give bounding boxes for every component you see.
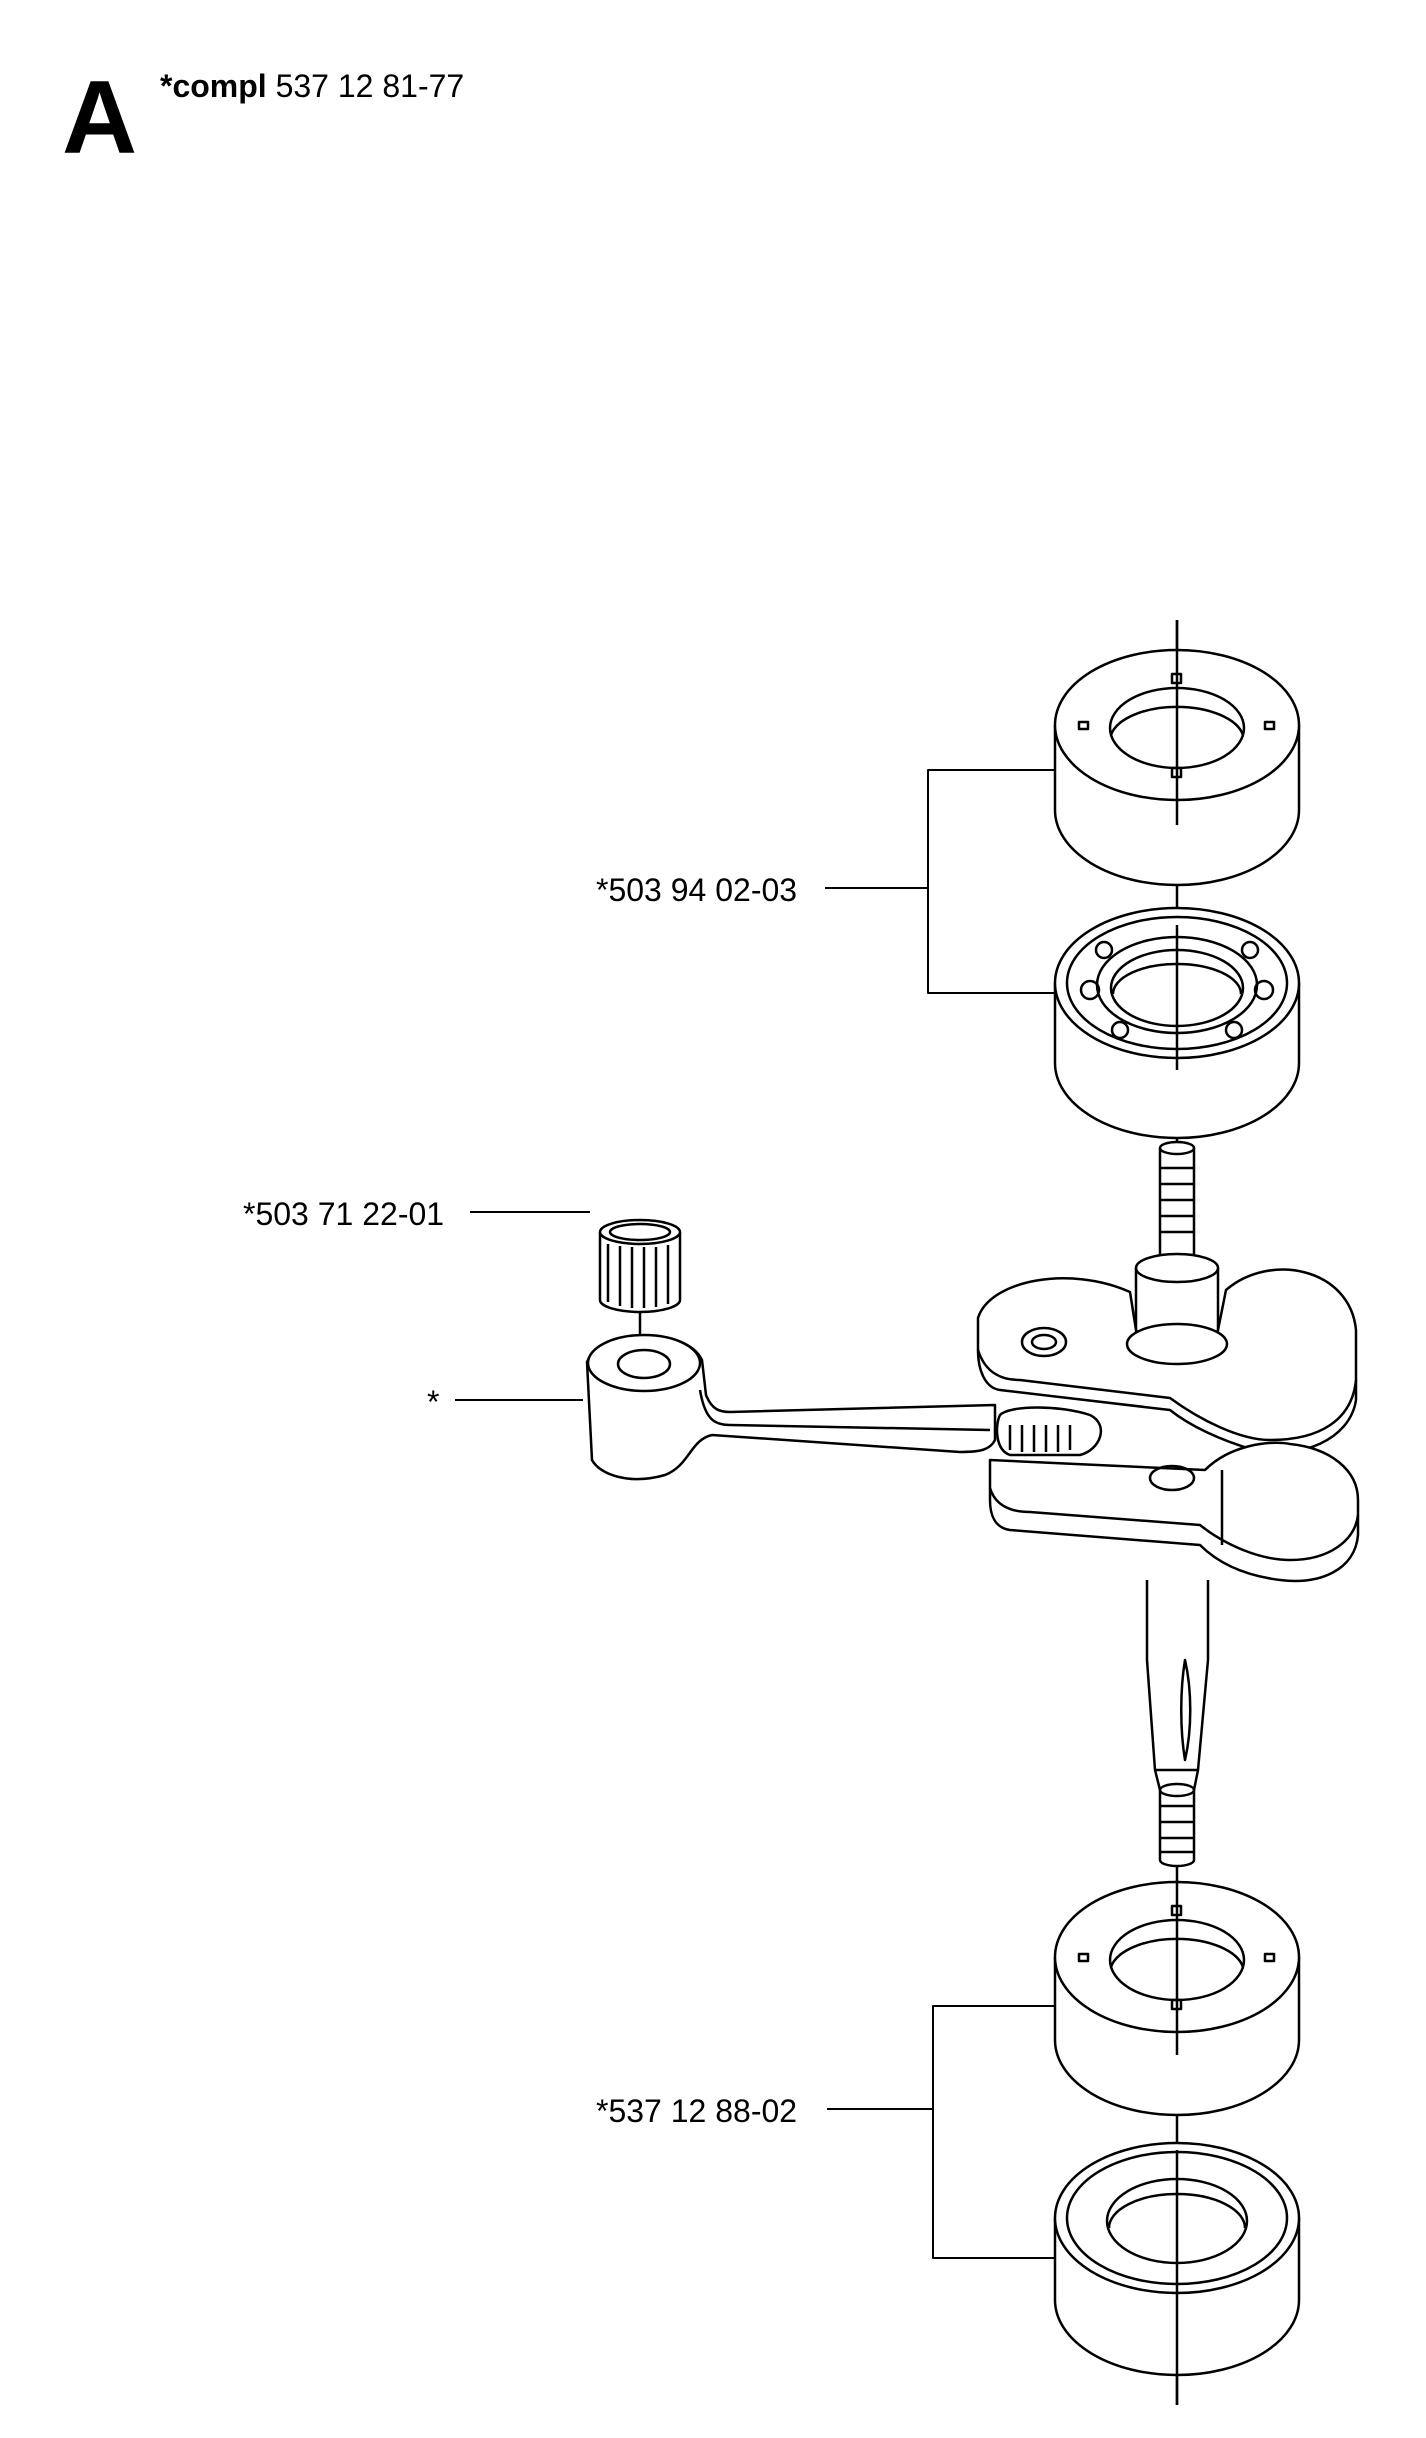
top-seal-ring — [1053, 620, 1301, 887]
kit-number: 537 12 81-77 — [275, 68, 465, 104]
crank-web-lower — [988, 1441, 1360, 1583]
leader-bottom-bearings — [827, 2005, 1055, 2259]
kit-title: *compl 537 12 81-77 — [160, 70, 464, 102]
crank-web — [976, 1268, 1358, 1454]
needle-bearing-cage — [598, 1218, 682, 1345]
connecting-rod — [585, 1333, 1102, 1481]
crankshaft-lower-shaft — [1145, 1580, 1210, 1868]
leader-top-bearings — [825, 769, 1055, 994]
callout-needle-bearing: *503 71 22-01 — [243, 1196, 445, 1232]
top-ball-bearing — [1053, 906, 1301, 1140]
section-letter: A — [62, 60, 138, 176]
bottom-seal-ring — [1053, 1880, 1301, 2117]
callout-bottom-bearings: *537 12 88-02 — [596, 2093, 798, 2129]
callout-connecting-rod: * — [427, 1384, 440, 1420]
callout-top-bearings: *503 94 02-03 — [596, 872, 798, 908]
bottom-ball-bearing — [1053, 2141, 1301, 2405]
crankshaft-upper-journal — [1134, 1140, 1220, 1346]
kit-prefix: *compl — [160, 68, 267, 104]
